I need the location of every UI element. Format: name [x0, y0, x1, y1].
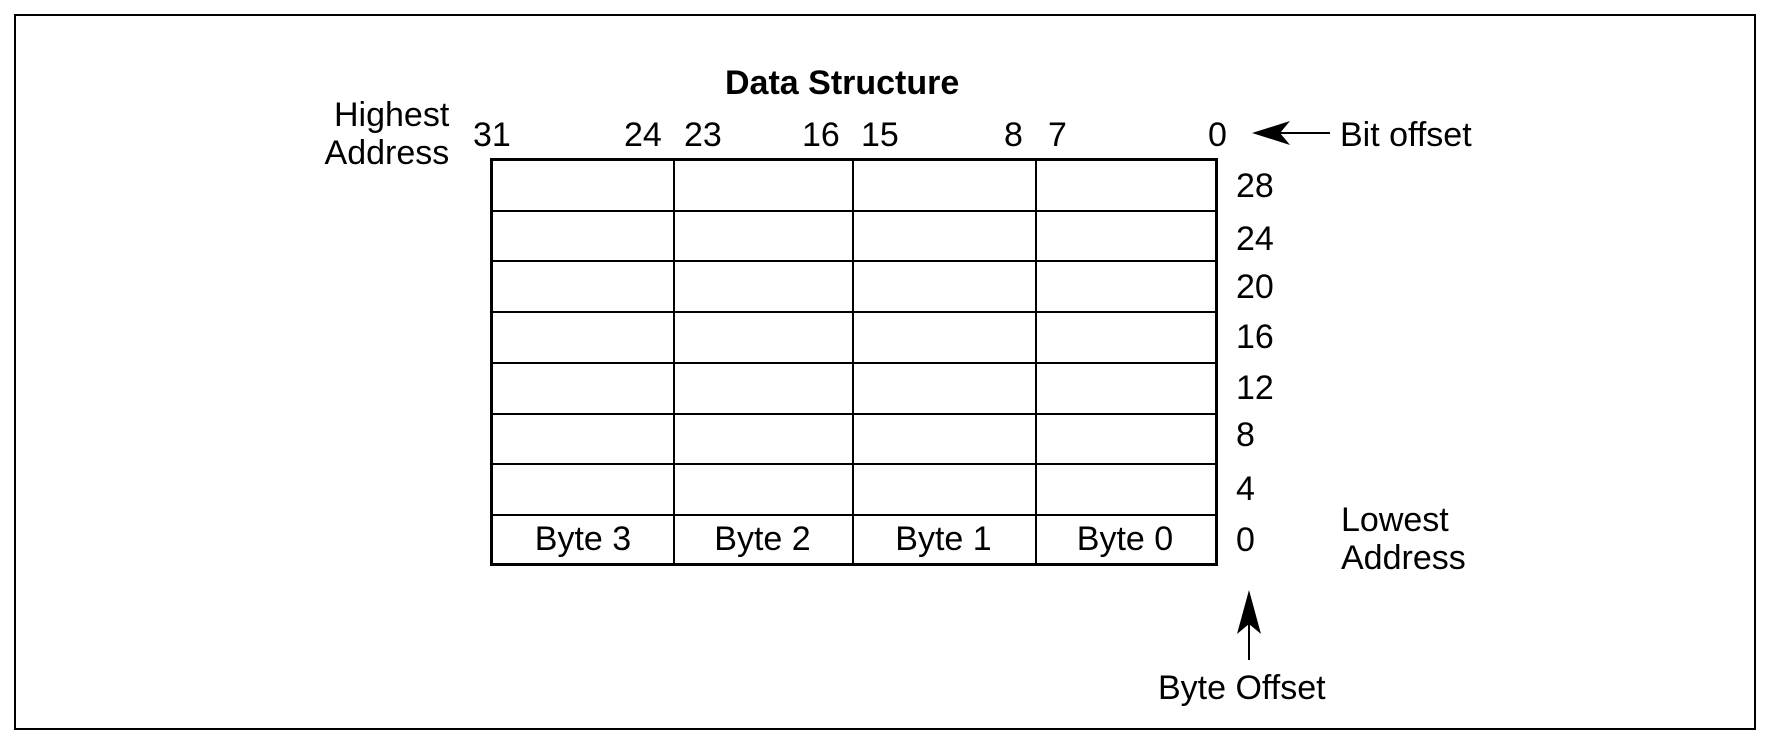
byte-2-cell: Byte 2: [714, 520, 811, 558]
bit-number-23: 23: [684, 116, 722, 154]
highest-address-label: Highest Address: [325, 96, 450, 172]
row-divider: [493, 362, 1215, 364]
row-offset-0: 0: [1236, 521, 1255, 559]
figure-frame: [14, 14, 1756, 730]
byte-offset-arrow-icon: [1237, 590, 1261, 660]
lowest-address-line-1: Lowest: [1341, 501, 1449, 539]
bit-number-16: 16: [802, 116, 840, 154]
highest-address-line-2: Address: [324, 134, 450, 172]
bit-offset-label: Bit offset: [1340, 116, 1472, 154]
row-offset-24: 24: [1236, 220, 1274, 258]
bit-number-15: 15: [861, 116, 899, 154]
bit-number-31: 31: [473, 116, 511, 154]
row-divider: [493, 260, 1215, 262]
row-divider: [493, 413, 1215, 415]
row-divider: [493, 463, 1215, 465]
row-offset-8: 8: [1236, 416, 1255, 454]
bit-number-24: 24: [624, 116, 662, 154]
diagram-title: Data Structure: [725, 64, 960, 102]
column-divider: [1035, 161, 1037, 563]
highest-address-line-1: Highest: [334, 96, 450, 134]
data-structure-table: Byte 3 Byte 2 Byte 1 Byte 0: [490, 158, 1218, 566]
bit-number-8: 8: [1004, 116, 1023, 154]
row-divider: [493, 514, 1215, 516]
row-offset-20: 20: [1236, 268, 1274, 306]
bit-offset-arrow-icon: [1252, 121, 1330, 145]
byte-offset-label: Byte Offset: [1158, 669, 1326, 707]
lowest-address-label: Lowest Address: [1341, 501, 1466, 577]
bit-number-7: 7: [1048, 116, 1067, 154]
row-offset-4: 4: [1236, 470, 1255, 508]
lowest-address-line-2: Address: [1341, 539, 1466, 577]
row-divider: [493, 210, 1215, 212]
column-divider: [852, 161, 854, 563]
byte-0-cell: Byte 0: [1076, 520, 1174, 558]
byte-1-cell: Byte 1: [895, 520, 992, 558]
bit-number-0: 0: [1208, 116, 1227, 154]
row-divider: [493, 311, 1215, 313]
row-offset-28: 28: [1236, 167, 1274, 205]
column-divider: [673, 161, 675, 563]
row-offset-16: 16: [1236, 318, 1274, 356]
row-offset-12: 12: [1236, 369, 1274, 407]
byte-3-cell: Byte 3: [534, 520, 632, 558]
